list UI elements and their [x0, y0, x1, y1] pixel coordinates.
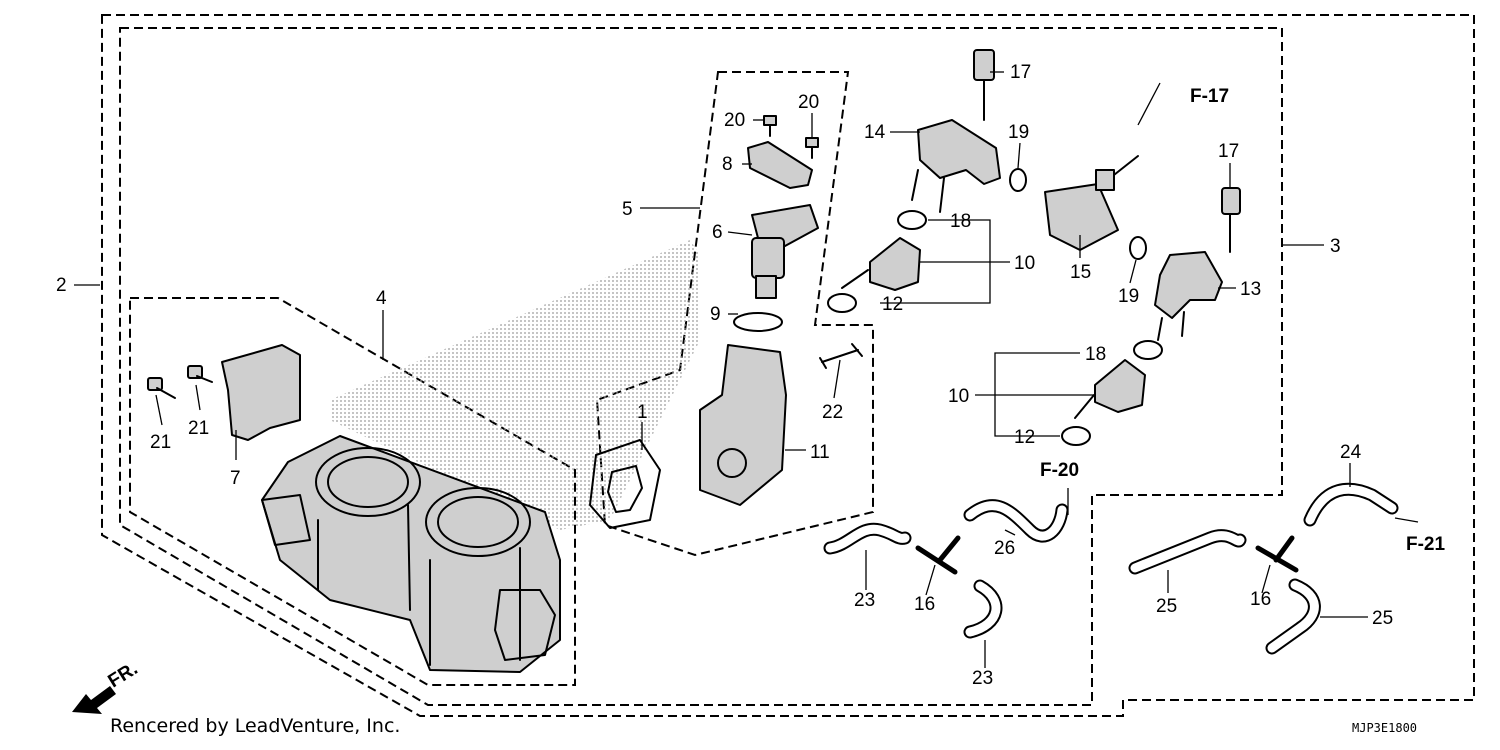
- screw-20-right: [805, 137, 819, 159]
- label-part-25b: 25: [1372, 608, 1393, 629]
- hose-25-right-core: [1267, 580, 1319, 653]
- screw-20-left: [763, 115, 777, 137]
- label-part-24: 24: [1340, 442, 1362, 463]
- o-ring-18-upper: [897, 210, 927, 230]
- joint-16-right: [1255, 535, 1299, 573]
- label-part-3: 3: [1330, 236, 1341, 257]
- bolt-21-left: [147, 377, 176, 399]
- label-part-17b: 17: [1218, 141, 1239, 162]
- bracket-part: [221, 344, 301, 441]
- reference-f21: F-21: [1406, 534, 1446, 555]
- label-part-18a: 18: [950, 211, 971, 232]
- joint-pipe-15: [1044, 155, 1139, 251]
- bolt-22: [819, 343, 863, 369]
- label-part-1: 1: [637, 402, 648, 423]
- label-part-12b: 12: [1014, 427, 1035, 448]
- credit-text: Rencered by LeadVenture, Inc.: [110, 715, 400, 737]
- label-part-4: 4: [376, 288, 387, 309]
- exploded-view-ribbon: [330, 240, 700, 530]
- throttle-body-part: [261, 435, 561, 673]
- seal-19-lower: [1129, 236, 1147, 260]
- label-part-14: 14: [864, 122, 886, 143]
- label-part-20b: 20: [798, 92, 819, 113]
- reference-f20: F-20: [1040, 460, 1079, 481]
- label-part-26: 26: [994, 538, 1015, 559]
- label-part-2: 2: [56, 275, 67, 296]
- label-part-6: 6: [712, 222, 723, 243]
- hose-25-left-core: [1130, 531, 1245, 573]
- injector-pipe-14: [911, 49, 1001, 213]
- label-part-10b: 10: [948, 386, 969, 407]
- o-ring-9: [733, 312, 783, 332]
- label-part-22: 22: [822, 402, 843, 423]
- label-part-9: 9: [710, 304, 721, 325]
- diagram-code: MJP3E1800: [1352, 721, 1417, 735]
- sensor-part: [751, 204, 819, 299]
- hose-23-bottom-core: [965, 581, 1001, 637]
- hose-26-core: [965, 501, 1067, 541]
- label-part-18b: 18: [1085, 344, 1106, 365]
- plate-part: [747, 141, 813, 189]
- label-part-13: 13: [1240, 279, 1261, 300]
- injector-10-lower: [1074, 359, 1146, 419]
- housing-part: [699, 344, 787, 506]
- label-part-23b: 23: [972, 668, 993, 689]
- label-part-5: 5: [622, 199, 633, 220]
- o-ring-18-lower: [1133, 340, 1163, 360]
- label-part-7: 7: [230, 468, 241, 489]
- seal-19-upper: [1009, 168, 1027, 192]
- gasket-part: [589, 439, 661, 529]
- label-part-21a: 21: [150, 432, 171, 453]
- injector-pipe-13: [1154, 187, 1241, 341]
- injector-10-upper: [841, 237, 921, 291]
- gasket-inner: [607, 465, 643, 513]
- label-part-10a: 10: [1014, 253, 1035, 274]
- label-part-11: 11: [810, 442, 830, 463]
- label-part-19b: 19: [1118, 286, 1139, 307]
- label-part-23a: 23: [854, 590, 875, 611]
- joint-16-left: [915, 535, 961, 575]
- bolt-21-right: [187, 365, 213, 383]
- throttle-body-4-boundary: [129, 297, 576, 686]
- assembly-2-boundary: [101, 14, 1475, 717]
- label-part-20a: 20: [724, 110, 745, 131]
- label-part-16a: 16: [914, 594, 935, 615]
- hose-24-core: [1305, 484, 1397, 525]
- label-part-19a: 19: [1008, 122, 1029, 143]
- label-part-17a: 17: [1010, 62, 1031, 83]
- label-part-15: 15: [1070, 262, 1091, 283]
- label-part-25a: 25: [1156, 596, 1177, 617]
- seal-12-lower: [1061, 426, 1091, 446]
- sensor-5-boundary: [595, 71, 874, 557]
- leader-lines: [74, 71, 1419, 668]
- hose-23-left-core: [825, 524, 910, 553]
- label-part-8: 8: [722, 154, 733, 175]
- label-part-21b: 21: [188, 418, 209, 439]
- reference-f17: F-17: [1190, 86, 1229, 107]
- label-part-12a: 12: [882, 294, 903, 315]
- label-part-16b: 16: [1250, 589, 1271, 610]
- seal-12-upper: [827, 293, 857, 313]
- assembly-3-boundary: [119, 27, 1283, 706]
- housing-port: [717, 448, 747, 478]
- front-direction-arrow-icon: [72, 686, 116, 714]
